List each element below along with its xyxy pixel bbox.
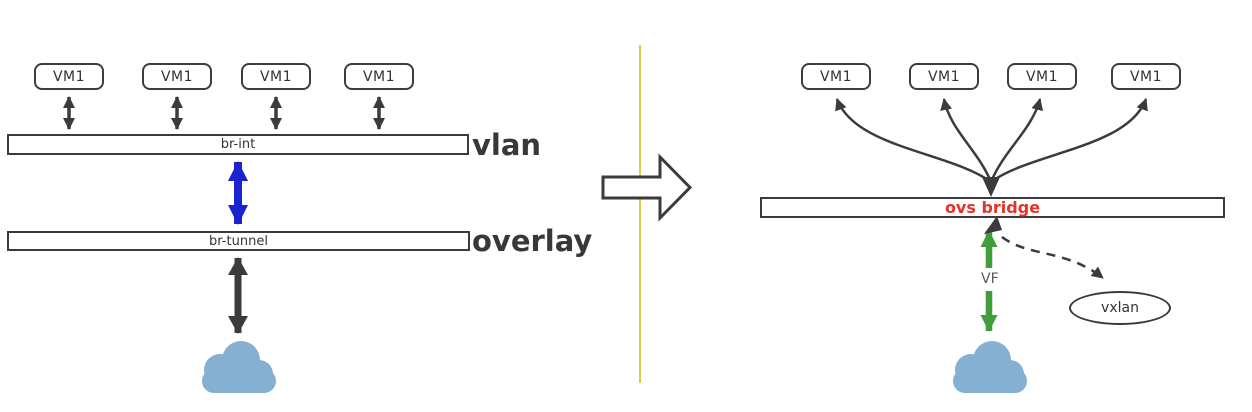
bridge-convergence-arrowhead <box>982 177 1000 197</box>
br-tunnel-bar: br-tunnel <box>7 231 470 251</box>
vf-label: VF <box>979 271 1001 287</box>
br-int-label: br-int <box>220 137 256 152</box>
vxlan-ellipse: vxlan <box>1069 291 1171 325</box>
ovs-bridge-label: ovs bridge <box>944 198 1041 217</box>
bridge-to-vm-curves <box>835 98 1148 184</box>
cloud-icon <box>953 341 1027 393</box>
vm-box: VM1 <box>34 63 104 90</box>
vxlan-label: vxlan <box>1101 300 1139 316</box>
transform-arrow-icon <box>601 153 693 222</box>
vm-to-brint-arrows <box>63 96 385 130</box>
vm-box: VM1 <box>142 63 212 90</box>
br-int-bar: br-int <box>7 134 469 155</box>
vm-box: VM1 <box>344 63 414 90</box>
cloud-icon <box>202 341 276 393</box>
vlan-label: vlan <box>472 128 542 162</box>
br-tunnel-label: br-tunnel <box>209 233 268 249</box>
ovs-bridge-bar: ovs bridge <box>760 197 1225 218</box>
vm-box: VM1 <box>241 63 311 90</box>
vm-box: VM1 <box>801 63 871 90</box>
vm-box: VM1 <box>1007 63 1077 90</box>
overlay-label: overlay <box>472 224 593 258</box>
vm-box: VM1 <box>1111 63 1181 90</box>
bridge-up-arrowhead <box>984 216 1002 234</box>
vm-box: VM1 <box>909 63 979 90</box>
vxlan-dashed-arrow <box>1001 236 1104 279</box>
